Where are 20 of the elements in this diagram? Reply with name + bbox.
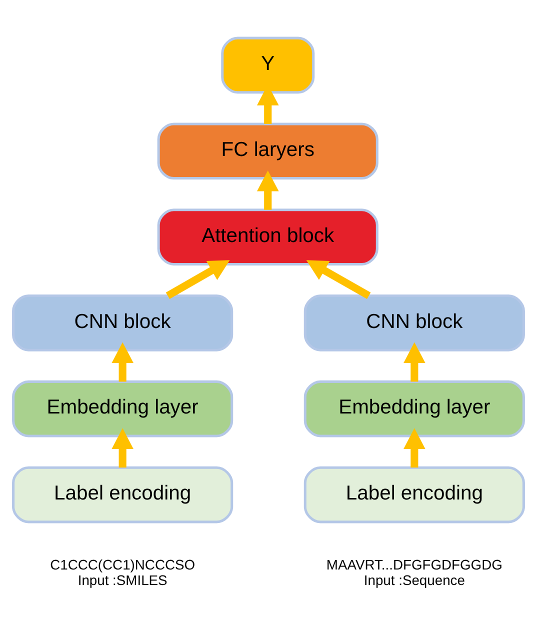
node-label: Input :SMILES xyxy=(78,571,168,588)
node-box: Embedding layer xyxy=(304,380,525,437)
node-box: Attention block xyxy=(157,208,378,265)
arrow xyxy=(404,342,426,382)
arrow xyxy=(112,428,134,468)
node-box: Label encoding xyxy=(12,466,234,523)
node-box: CNN block xyxy=(12,294,234,351)
arrow xyxy=(256,170,279,210)
node-label: Input :Sequence xyxy=(364,571,465,588)
arrow xyxy=(166,260,230,299)
node-box: CNN block xyxy=(304,294,525,351)
node-box: Y xyxy=(221,36,315,94)
node-box: Embedding layer xyxy=(12,380,234,437)
node-label: C1CCC(CC1)NCCCSO xyxy=(50,556,196,572)
arrow xyxy=(112,342,134,382)
node-box: Label encoding xyxy=(304,466,525,523)
arrow xyxy=(306,260,371,299)
node-box: FC laryers xyxy=(157,122,378,180)
arrow xyxy=(404,428,426,468)
node-label: MAAVRT...DFGFGDFGGDG xyxy=(326,556,502,572)
